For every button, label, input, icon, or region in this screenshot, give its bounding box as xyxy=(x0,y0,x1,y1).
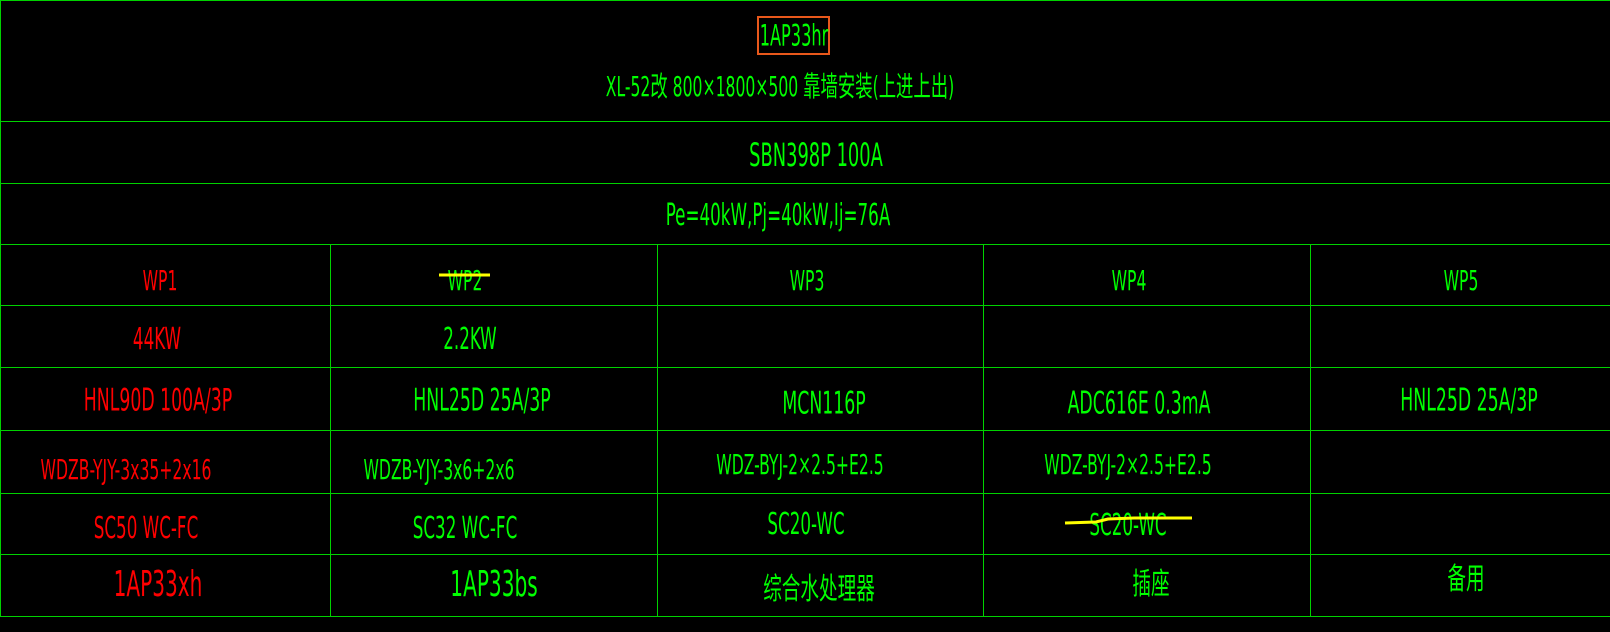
circuit-breaker[interactable]: HNL25D 25A/3P xyxy=(413,382,551,419)
grid-line xyxy=(0,430,1610,431)
grid-line xyxy=(0,493,1610,494)
strike-mark xyxy=(1064,516,1192,525)
circuit-conduit[interactable]: SC50 WC-FC xyxy=(93,511,199,546)
circuit-cable[interactable]: WDZB-YJY-3x35+2x16 xyxy=(40,453,212,486)
circuit-destination[interactable]: 1AP33xh xyxy=(113,564,203,605)
circuit-id[interactable]: WP1 xyxy=(142,264,178,297)
circuit-conduit[interactable]: SC20-WC xyxy=(1089,508,1167,543)
grid-line xyxy=(983,244,984,617)
circuit-breaker[interactable]: MCN116P xyxy=(782,385,866,422)
grid-line xyxy=(0,367,1610,368)
grid-line xyxy=(0,0,1610,1)
circuit-destination[interactable]: 备用 xyxy=(1447,562,1485,597)
panel-id-label[interactable]: 1AP33hr xyxy=(759,18,829,53)
circuit-destination[interactable]: 综合水处理器 xyxy=(763,572,875,607)
circuit-conduit[interactable]: SC32 WC-FC xyxy=(412,511,518,546)
grid-line xyxy=(0,0,1,617)
grid-line xyxy=(0,183,1610,184)
grid-line xyxy=(0,305,1610,306)
panel-id-highlight-box[interactable] xyxy=(757,16,830,55)
grid-line xyxy=(330,244,331,617)
circuit-conduit[interactable]: SC20-WC xyxy=(767,507,845,542)
circuit-id[interactable]: WP4 xyxy=(1111,264,1147,297)
circuit-breaker[interactable]: ADC616E 0.3mA xyxy=(1067,385,1211,422)
grid-line xyxy=(1310,244,1311,617)
circuit-id[interactable]: WP3 xyxy=(789,264,825,297)
circuit-destination[interactable]: 插座 xyxy=(1132,567,1170,602)
main-breaker-label[interactable]: SBN398P 100A xyxy=(749,136,883,174)
circuit-power[interactable]: 44KW xyxy=(132,322,182,357)
circuit-id[interactable]: WP2 xyxy=(447,264,483,297)
panel-spec-label[interactable]: XL-52改 800×1800×500 靠墙安装(上进上出) xyxy=(605,70,955,103)
load-summary-label[interactable]: Pe=40kW,Pj=40kW,Ij=76A xyxy=(665,198,891,233)
circuit-breaker[interactable]: HNL25D 25A/3P xyxy=(1400,382,1538,419)
grid-line xyxy=(0,554,1610,555)
circuit-cable[interactable]: WDZ-BYJ-2×2.5+E2.5 xyxy=(1044,448,1212,481)
circuit-destination[interactable]: 1AP33bs xyxy=(450,564,538,605)
strike-mark xyxy=(439,273,490,277)
grid-line xyxy=(0,121,1610,122)
grid-line xyxy=(0,616,1610,617)
circuit-power[interactable]: 2.2KW xyxy=(443,322,497,357)
grid-line xyxy=(657,244,658,617)
circuit-breaker[interactable]: HNL90D 100A/3P xyxy=(83,382,233,419)
circuit-cable[interactable]: WDZ-BYJ-2×2.5+E2.5 xyxy=(716,448,884,481)
circuit-cable[interactable]: WDZB-YJY-3x6+2x6 xyxy=(363,453,515,486)
grid-line xyxy=(0,244,1610,245)
circuit-id[interactable]: WP5 xyxy=(1443,264,1479,297)
